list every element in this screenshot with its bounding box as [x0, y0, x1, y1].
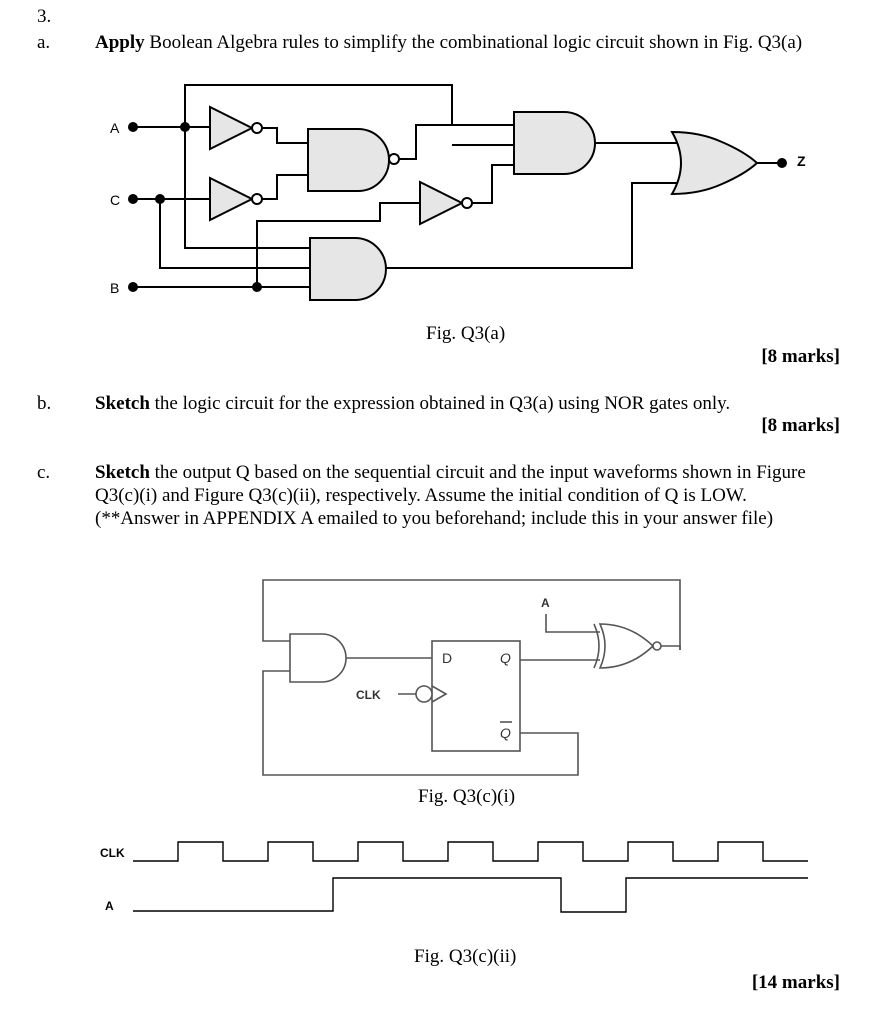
- part-b-text: Sketch the logic circuit for the express…: [95, 393, 730, 415]
- figure-q3cii-caption: Fig. Q3(c)(ii): [414, 946, 517, 967]
- wire-a-down: [184, 127, 310, 249]
- part-a-verb: Apply: [95, 32, 145, 53]
- wire-and-bottom-out: [386, 182, 680, 269]
- part-c-verb: Sketch: [95, 462, 150, 483]
- part-b-body: the logic circuit for the expression obt…: [149, 393, 731, 414]
- figure-q3a-circuit: A C B Z: [110, 84, 806, 301]
- figure-q3ci-circuit: D Q Q CLK A: [262, 579, 681, 776]
- part-b-marks: [8 marks]: [761, 415, 840, 436]
- xnor-gate: [598, 623, 655, 669]
- part-c-line3: (**Answer in APPENDIX A emailed to you b…: [95, 508, 774, 529]
- wire-notc: [262, 174, 308, 200]
- input-a-label: A: [110, 120, 120, 136]
- ff-clock-bubble: [415, 685, 433, 703]
- part-b-verb: Sketch: [95, 393, 150, 414]
- xnor-bubble: [652, 641, 662, 651]
- ff-clock-triangle: [431, 685, 448, 703]
- xnor-extra-arc: [593, 623, 600, 669]
- wire-c-down: [159, 199, 310, 269]
- part-a-body: Boolean Algebra rules to simplify the co…: [144, 32, 803, 53]
- a-waveform: [133, 877, 808, 913]
- wire-nota: [262, 127, 308, 144]
- not-gate-b-bubble: [461, 197, 473, 209]
- wire-a-top: [184, 84, 514, 127]
- part-a-text: Apply Boolean Algebra rules to simplify …: [95, 32, 802, 54]
- part-c-line2: Q3(c)(i) and Figure Q3(c)(ii), respectiv…: [95, 485, 747, 506]
- input-b-label: B: [110, 280, 119, 296]
- or-gate: [670, 130, 759, 196]
- part-c-letter: c.: [37, 462, 51, 483]
- and-gate-bottom: [309, 237, 387, 301]
- part-b-letter: b.: [37, 393, 52, 414]
- input-c-label: C: [110, 192, 120, 208]
- xnor-a-label: A: [541, 596, 550, 610]
- figure-q3ci-caption: Fig. Q3(c)(i): [418, 786, 516, 807]
- ff-d-label: D: [442, 650, 452, 666]
- part-c-body-1: the output Q based on the sequential cir…: [149, 462, 806, 483]
- wire-feedback-qbar: [262, 670, 579, 776]
- clk-waveform: [133, 841, 808, 862]
- wire-b-up: [256, 202, 420, 287]
- question-number: 3.: [37, 6, 52, 27]
- nand-gate: [307, 128, 390, 192]
- wire-a-xnor: [545, 614, 600, 633]
- ff-q-label: Q: [500, 650, 511, 666]
- nand-gate-bubble: [388, 153, 400, 165]
- waveform-clk-label: CLK: [100, 846, 125, 860]
- not-gate-b: [419, 180, 465, 226]
- part-c-line1: Sketch the output Q based on the sequent…: [95, 462, 806, 484]
- part-a-letter: a.: [37, 32, 51, 53]
- not-gate-c-bubble: [251, 193, 263, 205]
- ff-clk-label: CLK: [356, 688, 381, 702]
- not-gate-a-bubble: [251, 122, 263, 134]
- and-gate-ff: [289, 633, 347, 683]
- wire-notb: [472, 164, 514, 204]
- part-c-marks: [14 marks]: [751, 972, 840, 993]
- waveform-a-label: A: [105, 899, 114, 913]
- ff-qbar-label: Q: [500, 725, 511, 741]
- figure-q3cii-waveforms: CLK A: [100, 841, 808, 913]
- figure-q3a-caption: Fig. Q3(a): [426, 323, 506, 344]
- output-z-terminal: [777, 158, 787, 168]
- wire-nand-out: [399, 124, 452, 160]
- and-gate-top: [513, 111, 596, 175]
- wire-xnor-out: [661, 645, 681, 650]
- not-gate-c: [209, 176, 255, 222]
- wire-feedback-top: [262, 579, 681, 650]
- d-flip-flop: [431, 640, 521, 752]
- not-gate-a: [209, 105, 255, 151]
- part-a-marks: [8 marks]: [761, 346, 840, 367]
- output-z-label: Z: [797, 153, 806, 169]
